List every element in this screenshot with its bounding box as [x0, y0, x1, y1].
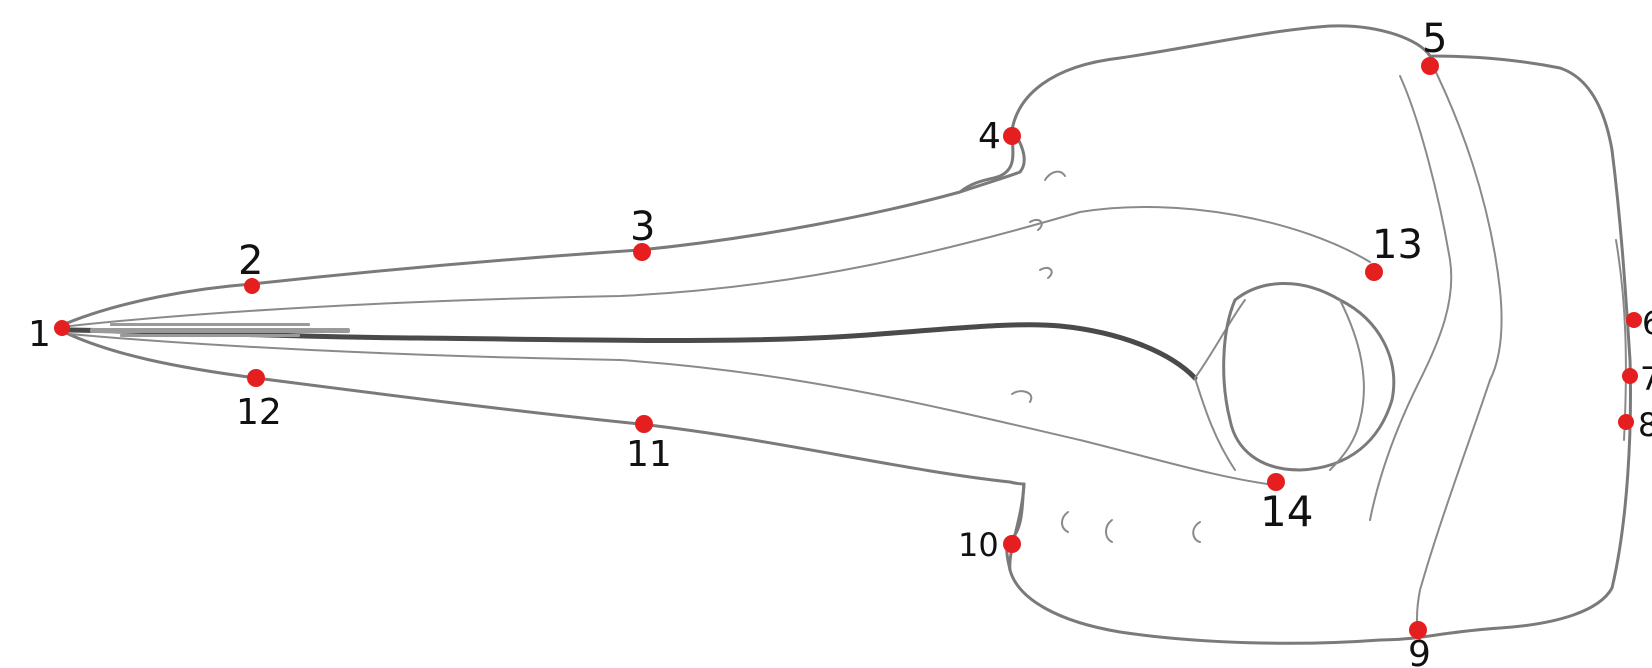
rostrum-lower-outline	[60, 330, 1024, 484]
foramen-mark-6	[1106, 520, 1112, 542]
nasal-divider	[1330, 300, 1364, 470]
landmark-label-4: 4	[978, 116, 1001, 157]
landmark-14: 14	[1260, 473, 1313, 536]
landmark-dot-4	[1003, 127, 1021, 145]
landmark-label-1: 1	[28, 314, 51, 355]
landmark-13: 13	[1365, 222, 1423, 281]
landmark-label-8: 8	[1638, 406, 1652, 444]
landmark-dot-7	[1622, 368, 1638, 384]
temporal-curve	[1370, 76, 1451, 520]
landmark-dot-8	[1618, 414, 1634, 430]
foramen-mark-7	[1193, 522, 1200, 542]
landmark-label-11: 11	[626, 434, 672, 475]
skull-drawing-icon	[60, 26, 1630, 643]
landmark-label-14: 14	[1260, 487, 1313, 536]
landmark-label-12: 12	[236, 392, 282, 433]
landmark-label-9: 9	[1408, 634, 1431, 668]
foramen-mark-5	[1062, 512, 1068, 532]
rostral-canal-upper	[70, 207, 1370, 326]
foramen-mark-1	[1045, 172, 1065, 180]
landmark-label-7: 7	[1640, 360, 1652, 398]
midline-fork-lower	[1195, 378, 1235, 470]
occipital-curve-lower	[1417, 380, 1490, 640]
midline-fork-upper	[1195, 300, 1245, 378]
landmark-label-2: 2	[238, 238, 263, 284]
landmark-12: 12	[236, 369, 282, 433]
landmark-label-3: 3	[630, 204, 655, 250]
landmark-dot-1	[54, 320, 70, 336]
nasal-region-outline	[1224, 283, 1394, 470]
landmark-layer: 1234567891011121314	[28, 16, 1652, 668]
foramen-mark-4	[1012, 391, 1031, 402]
landmark-dot-10	[1003, 535, 1021, 553]
landmark-label-6: 6	[1642, 304, 1652, 342]
landmark-label-13: 13	[1372, 222, 1423, 268]
landmark-3: 3	[630, 204, 655, 261]
rostrum-upper-outline	[60, 172, 1020, 326]
landmark-dot-11	[635, 415, 653, 433]
landmark-dot-6	[1626, 312, 1642, 328]
landmark-1: 1	[28, 314, 70, 355]
landmark-9: 9	[1408, 621, 1431, 668]
landmark-label-5: 5	[1422, 16, 1447, 62]
landmark-5: 5	[1421, 16, 1447, 75]
landmark-label-10: 10	[958, 526, 999, 564]
foramen-mark-3	[1040, 268, 1052, 278]
landmark-dot-12	[247, 369, 265, 387]
